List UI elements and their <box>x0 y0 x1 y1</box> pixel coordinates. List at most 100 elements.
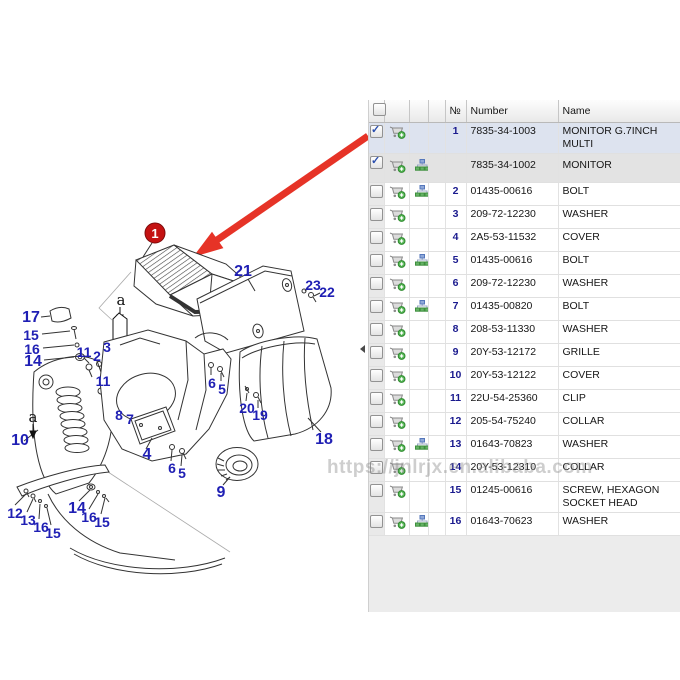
part-label: 15 <box>94 514 110 530</box>
parts-table: № Number Name 1 7835-34-1003 MONITOR G.7… <box>369 100 680 536</box>
row-checkbox[interactable] <box>370 208 383 221</box>
table-row[interactable]: 8 208-53-11330 WASHER <box>369 320 680 344</box>
row-number: 209-72-12230 <box>466 274 559 298</box>
col-header-number[interactable]: Number <box>466 100 559 123</box>
hierarchy-icon[interactable] <box>414 515 427 532</box>
table-row[interactable]: 5 01435-00616 BOLT <box>369 251 680 275</box>
table-row[interactable]: 3 209-72-12230 WASHER <box>369 205 680 229</box>
add-to-cart-icon[interactable] <box>389 185 406 203</box>
svg-text:1: 1 <box>151 226 158 241</box>
row-name: WASHER <box>558 205 680 229</box>
row-no: 10 <box>445 366 467 390</box>
row-checkbox[interactable] <box>370 346 383 359</box>
table-row[interactable]: 7 01435-00820 BOLT <box>369 297 680 321</box>
add-to-cart-icon[interactable] <box>389 369 406 387</box>
add-to-cart-icon[interactable] <box>389 515 406 533</box>
add-to-cart-icon[interactable] <box>389 323 406 341</box>
table-row[interactable]: 7835-34-1002 MONITOR <box>369 153 680 183</box>
row-name: CLIP <box>558 389 680 413</box>
row-checkbox[interactable] <box>370 277 383 290</box>
part-label: 11 <box>76 344 92 360</box>
add-to-cart-icon[interactable] <box>389 438 406 456</box>
fasteners-bottom <box>14 483 110 526</box>
select-all-checkbox[interactable] <box>373 103 386 116</box>
row-checkbox[interactable] <box>370 461 383 474</box>
table-row[interactable]: 6 209-72-12230 WASHER <box>369 274 680 298</box>
add-to-cart-icon[interactable] <box>389 300 406 318</box>
row-checkbox[interactable] <box>370 392 383 405</box>
row-name: WASHER <box>558 435 680 459</box>
row-checkbox[interactable] <box>370 369 383 382</box>
part-label: 16 <box>33 519 49 535</box>
hierarchy-icon[interactable] <box>414 438 427 455</box>
row-checkbox[interactable] <box>370 515 383 528</box>
add-to-cart-icon[interactable] <box>389 277 406 295</box>
part-label: 19 <box>252 407 268 423</box>
hierarchy-icon[interactable] <box>414 300 427 317</box>
row-no: 14 <box>445 458 467 482</box>
table-row[interactable]: 14 20Y-53-12310 COLLAR <box>369 458 680 482</box>
add-to-cart-icon[interactable] <box>389 484 406 502</box>
row-no: 12 <box>445 412 467 436</box>
add-to-cart-icon[interactable] <box>389 461 406 479</box>
table-row[interactable]: 15 01245-00616 SCREW, HEXAGON SOCKET HEA… <box>369 481 680 513</box>
row-no: 1 <box>445 122 467 154</box>
add-to-cart-icon[interactable] <box>389 159 406 177</box>
col-header-spare[interactable] <box>428 100 446 123</box>
row-checkbox[interactable] <box>370 185 383 198</box>
row-number: 7835-34-1002 <box>466 153 559 183</box>
hierarchy-icon[interactable] <box>414 254 427 271</box>
part-label: 14 <box>68 500 86 517</box>
col-header-checkbox[interactable] <box>369 100 386 123</box>
row-checkbox[interactable] <box>370 300 383 313</box>
row-no: 15 <box>445 481 467 513</box>
selection-arrow-icon <box>193 133 370 257</box>
row-no: 5 <box>445 251 467 275</box>
row-checkbox[interactable] <box>370 254 383 267</box>
hierarchy-icon[interactable] <box>414 185 427 202</box>
part-label: 18 <box>315 431 333 448</box>
table-row[interactable]: 2 01435-00616 BOLT <box>369 182 680 206</box>
table-row[interactable]: 16 01643-70623 WASHER <box>369 512 680 536</box>
part-label: 22 <box>319 284 335 300</box>
col-header-name[interactable]: Name <box>558 100 680 123</box>
row-checkbox[interactable] <box>370 415 383 428</box>
hierarchy-icon[interactable] <box>414 159 427 176</box>
table-row[interactable]: 1 7835-34-1003 MONITOR G.7INCH MULTI <box>369 122 680 154</box>
part-label: 5 <box>178 465 186 481</box>
add-to-cart-icon[interactable] <box>389 346 406 364</box>
add-to-cart-icon[interactable] <box>389 415 406 433</box>
col-header-tree[interactable] <box>409 100 429 123</box>
table-row[interactable]: 9 20Y-53-12172 GRILLE <box>369 343 680 367</box>
row-checkbox[interactable] <box>370 323 383 336</box>
row-number: 01643-70823 <box>466 435 559 459</box>
col-header-no[interactable]: № <box>445 100 467 123</box>
add-to-cart-icon[interactable] <box>389 254 406 272</box>
table-row[interactable]: 13 01643-70823 WASHER <box>369 435 680 459</box>
row-checkbox[interactable] <box>370 484 383 497</box>
row-no: 13 <box>445 435 467 459</box>
add-to-cart-icon[interactable] <box>389 208 406 226</box>
col-header-cart[interactable] <box>384 100 410 123</box>
table-row[interactable]: 10 20Y-53-12122 COVER <box>369 366 680 390</box>
part-label: 14 <box>24 353 42 370</box>
row-number: 7835-34-1003 <box>466 122 559 154</box>
add-to-cart-icon[interactable] <box>389 231 406 249</box>
row-checkbox[interactable] <box>370 155 383 169</box>
row-number: 20Y-53-12172 <box>466 343 559 367</box>
add-to-cart-icon[interactable] <box>389 392 406 410</box>
row-number: 01245-00616 <box>466 481 559 513</box>
table-row[interactable]: 11 22U-54-25360 CLIP <box>369 389 680 413</box>
table-row[interactable]: 12 205-54-75240 COLLAR <box>369 412 680 436</box>
part-label: 11 <box>95 373 111 389</box>
part-callout: 1 <box>144 222 166 244</box>
row-checkbox[interactable] <box>370 231 383 244</box>
row-name: BOLT <box>558 251 680 275</box>
row-checkbox[interactable] <box>370 124 383 138</box>
table-row[interactable]: 4 2A5-53-11532 COVER <box>369 228 680 252</box>
row-checkbox[interactable] <box>370 438 383 451</box>
panel-splitter[interactable] <box>360 345 365 353</box>
add-to-cart-icon[interactable] <box>389 125 406 143</box>
part-label: 5 <box>218 381 226 397</box>
